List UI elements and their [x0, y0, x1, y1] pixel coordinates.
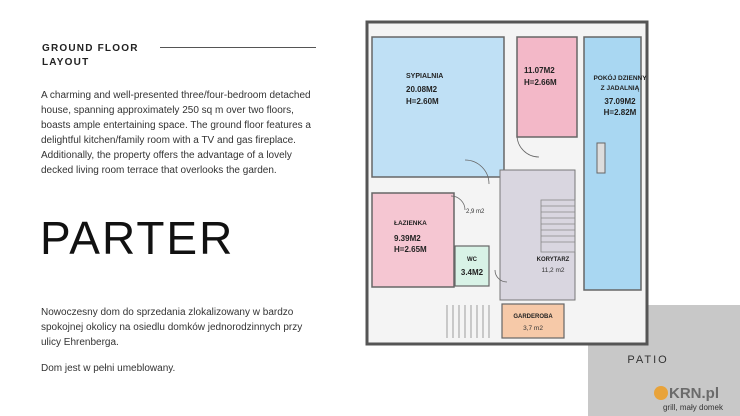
garderoba-area: 3,7 m2 — [523, 325, 543, 332]
wc-name: WC — [467, 257, 478, 263]
fireplace — [596, 142, 606, 174]
sypialnia-name: SYPIALNIA — [406, 73, 443, 80]
room-wc — [454, 245, 490, 287]
pokoj-name-line-1: POKÓJ DZIENNY — [593, 73, 647, 82]
heading-rule — [160, 47, 316, 48]
room-kitchen — [516, 36, 578, 138]
garderoba-name: GARDEROBA — [513, 314, 553, 320]
kitchen-height: H=2.66M — [524, 78, 557, 87]
pokoj-area: 37.09M2 — [604, 97, 636, 106]
pokoj-name-line-2: Z JADALNIĄ — [601, 85, 640, 92]
floor-plan: SYPIALNIA 20.08M2 H=2.60M 11.07M2 H=2.66… — [335, 0, 740, 416]
korytarz-area: 11,2 m2 — [541, 267, 564, 274]
heading-line-2: LAYOUT — [42, 57, 90, 68]
small-room-area: 2,9 m2 — [466, 209, 485, 215]
room-korytarz — [499, 169, 576, 301]
sypialnia-area: 20.08M2 — [406, 85, 438, 94]
lazienka-height: H=2.65M — [394, 245, 427, 254]
pokoj-height: H=2.82M — [604, 108, 637, 117]
lazienka-area: 9.39M2 — [394, 234, 421, 243]
watermark-logo-icon — [654, 386, 668, 400]
heading-line-1: GROUND FLOOR — [42, 43, 139, 54]
polish-furnished-note: Dom jest w pełni umeblowany. — [41, 363, 176, 374]
room-garderoba — [501, 303, 565, 339]
room-pokoj-dzienny — [583, 36, 642, 291]
korytarz-name: KORYTARZ — [537, 257, 570, 263]
section-heading: GROUND FLOOR LAYOUT — [42, 42, 182, 70]
wc-area: 3.4M2 — [461, 268, 484, 277]
sypialnia-height: H=2.60M — [406, 97, 439, 106]
floor-plan-drawing: SYPIALNIA 20.08M2 H=2.60M 11.07M2 H=2.66… — [335, 0, 740, 416]
room-sypialnia — [371, 36, 505, 178]
watermark-text: KRN.pl — [669, 385, 719, 402]
patio-caption: grill, mały domek — [663, 403, 724, 412]
stairs — [446, 199, 576, 338]
page-title: PARTER — [40, 212, 235, 264]
lazienka-name: ŁAZIENKA — [394, 220, 427, 227]
kitchen-area: 11.07M2 — [524, 66, 555, 75]
polish-description: Nowoczesny dom do sprzedania zlokalizowa… — [41, 307, 303, 348]
patio-label: PATIO — [627, 354, 668, 366]
room-lazienka — [371, 192, 455, 288]
door-swings — [450, 134, 540, 283]
english-description: A charming and well-presented three/four… — [41, 90, 311, 176]
text-panel: GROUND FLOOR LAYOUT A charming and well-… — [0, 0, 335, 416]
